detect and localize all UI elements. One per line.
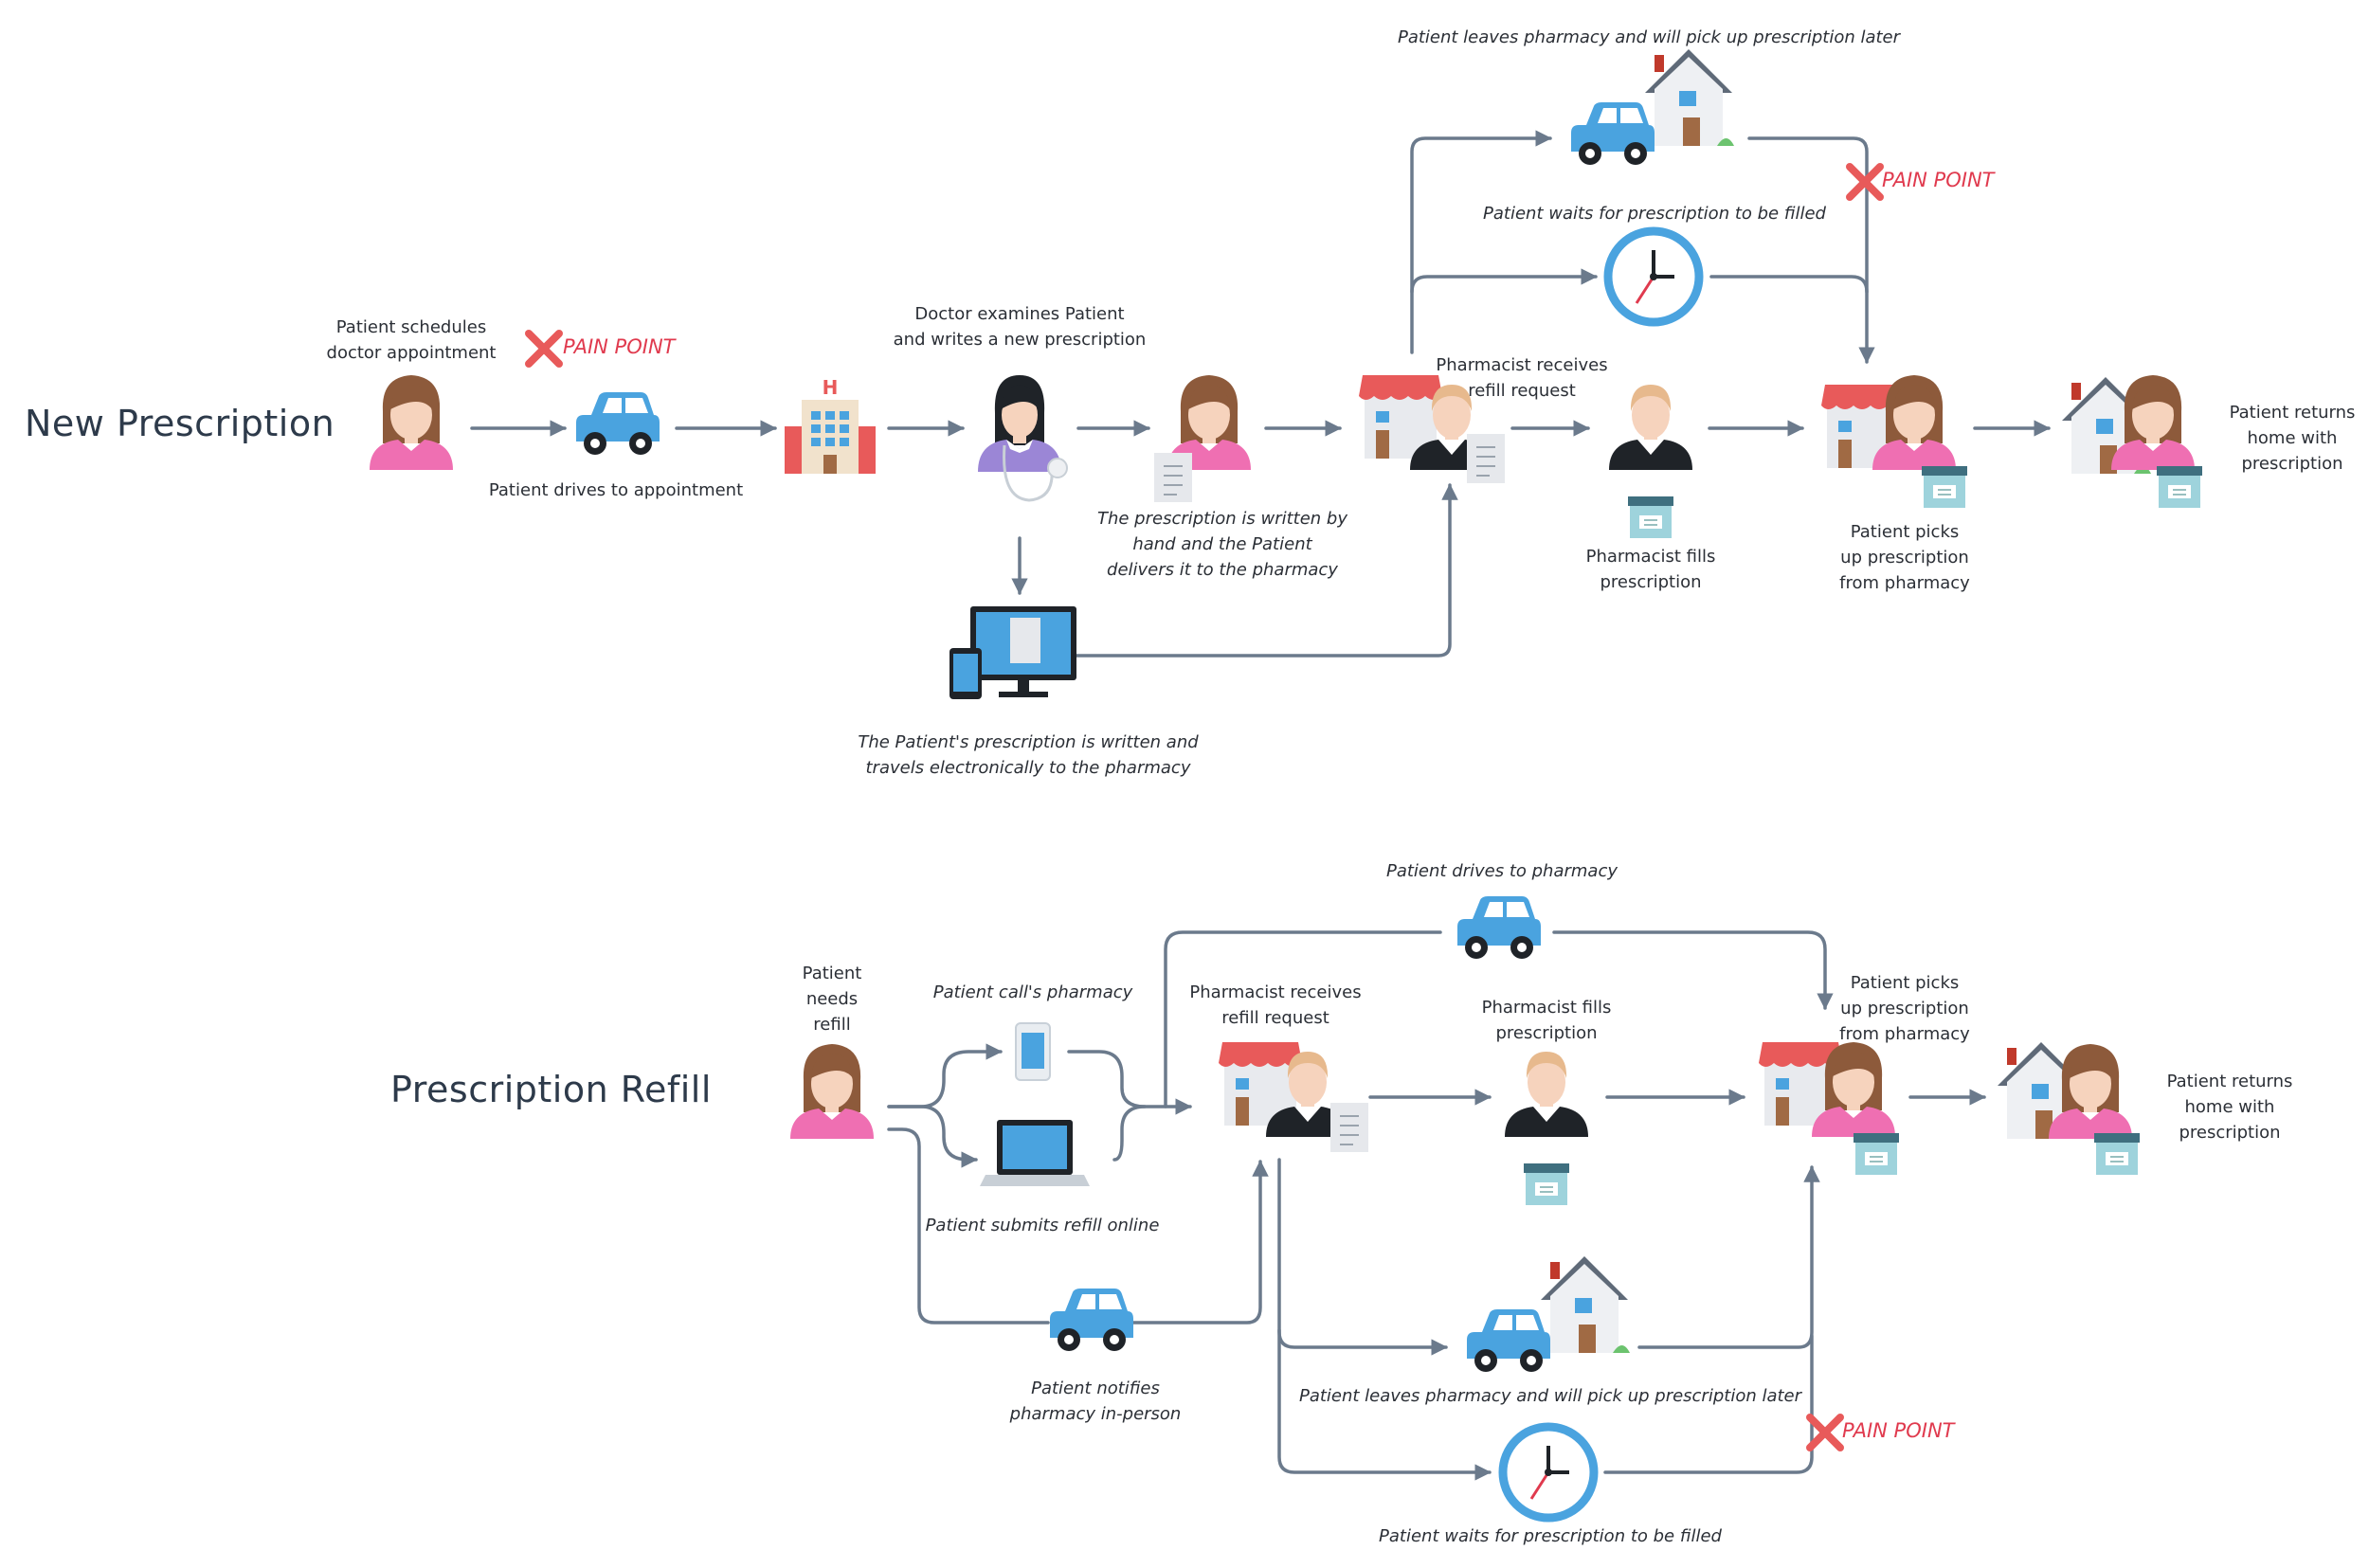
connector-leave-to-pickup-refill — [1637, 1165, 1820, 1349]
step-label-doctor: Doctor examines Patient and writes a new… — [893, 304, 1147, 350]
car-icon — [576, 392, 660, 455]
step-label-calls: Patient call's pharmacy — [932, 982, 1133, 1002]
step-label-waits: Patient waits for prescription to be fil… — [1483, 204, 1826, 224]
car-icon — [1050, 1289, 1133, 1351]
step-label-returns-refill: Patient returns home with prescription — [2166, 1072, 2293, 1143]
hospital-icon — [785, 376, 876, 474]
step-label-pharmacist-receives: Pharmacist receives refill request — [1436, 355, 1608, 401]
step-label-pharmacist-receives-refill: Pharmacist receives refill request — [1189, 982, 1362, 1028]
connector-pharmacy-to-wait — [1410, 268, 1598, 294]
clock-icon — [1608, 231, 1699, 322]
connector-pharmacy-to-drive — [1164, 930, 1442, 1108]
pain-point-x-icon — [1850, 167, 1880, 197]
pill-bottle-icon — [1921, 465, 1968, 509]
car-icon — [1571, 102, 1655, 165]
step-label-in-person: Patient notifies pharmacy in-person — [1009, 1379, 1182, 1424]
step-label-needs-refill: Patient needs refill — [802, 964, 862, 1035]
connector-drive-to-pickup — [1552, 930, 1834, 1010]
car-icon — [1457, 896, 1541, 959]
step-label-electronic: The Patient's prescription is written an… — [858, 732, 1199, 778]
step-label-fills-refill: Pharmacist fills prescription — [1481, 998, 1612, 1043]
car-icon — [1467, 1309, 1550, 1372]
document-icon — [1153, 452, 1193, 503]
step-label-waits-refill: Patient waits for prescription to be fil… — [1379, 1526, 1722, 1546]
section-title-new-prescription: New Prescription — [25, 403, 335, 444]
document-icon — [1466, 433, 1506, 484]
pharmacist-icon — [1609, 385, 1692, 470]
connector-leave-to-pickup — [1747, 136, 1875, 364]
house-icon — [1645, 49, 1734, 146]
connector-laptop-to-pharmacy — [1112, 1105, 1147, 1162]
pill-bottle-icon — [1627, 496, 1674, 539]
pill-bottle-icon — [2156, 465, 2203, 509]
step-label-drives-pharmacy: Patient drives to pharmacy — [1385, 861, 1619, 881]
connector-pharmacy-to-leave-refill — [1277, 1158, 1448, 1356]
pain-point-label: PAIN POINT — [563, 335, 676, 358]
connector-pharmacy-to-leave — [1410, 130, 1552, 354]
phone-icon — [1015, 1022, 1051, 1081]
pain-point-label: PAIN POINT — [1882, 169, 1995, 191]
pill-bottle-icon — [1523, 1162, 1570, 1206]
connector-computer-to-pharmacy — [1075, 483, 1458, 658]
step-label-online: Patient submits refill online — [925, 1216, 1160, 1235]
pain-point-label: PAIN POINT — [1842, 1419, 1955, 1442]
step-label-picks-up: Patient picks up prescription from pharm… — [1839, 522, 1970, 593]
pharmacist-icon — [1505, 1052, 1588, 1137]
connector-in-person-to-pharmacy — [1131, 1160, 1269, 1325]
step-label-leaves-refill: Patient leaves pharmacy and will pick up… — [1298, 1386, 1802, 1406]
step-label-drive-appointment: Patient drives to appointment — [488, 480, 744, 500]
document-icon — [1329, 1102, 1369, 1153]
patient-icon — [370, 375, 453, 470]
connector-phone-to-pharmacy — [1067, 1050, 1192, 1115]
pill-bottle-icon — [2093, 1132, 2141, 1176]
connector-needs-to-laptop — [887, 1105, 978, 1168]
connector-wait-to-pickup-refill — [1603, 1334, 1814, 1474]
patient-icon — [790, 1044, 874, 1139]
step-label-leaves: Patient leaves pharmacy and will pick up… — [1397, 27, 1901, 47]
laptop-icon — [980, 1120, 1090, 1186]
connector-needs-to-in-person — [887, 1127, 1050, 1325]
computer-icon — [949, 606, 1076, 699]
step-label-returns: Patient returns home with prescription — [2229, 403, 2356, 474]
section-title-prescription-refill: Prescription Refill — [390, 1069, 712, 1110]
step-label-picks-up-refill: Patient picks up prescription from pharm… — [1839, 973, 1970, 1044]
step-label-fills: Pharmacist fills prescription — [1585, 547, 1716, 592]
connector-pharmacy-to-wait-refill — [1277, 1328, 1492, 1481]
house-icon — [1541, 1256, 1630, 1353]
pill-bottle-icon — [1853, 1132, 1900, 1176]
step-label-schedule: Patient schedules doctor appointment — [326, 317, 497, 363]
clock-icon — [1503, 1427, 1594, 1518]
step-label-handwritten: The prescription is written by hand and … — [1096, 509, 1348, 580]
connector-needs-to-phone — [887, 1043, 1003, 1108]
doctor-icon — [976, 373, 1069, 502]
pain-point-x-icon — [1810, 1417, 1840, 1448]
connector-wait-to-pickup — [1709, 275, 1869, 294]
pain-point-x-icon — [529, 333, 559, 364]
